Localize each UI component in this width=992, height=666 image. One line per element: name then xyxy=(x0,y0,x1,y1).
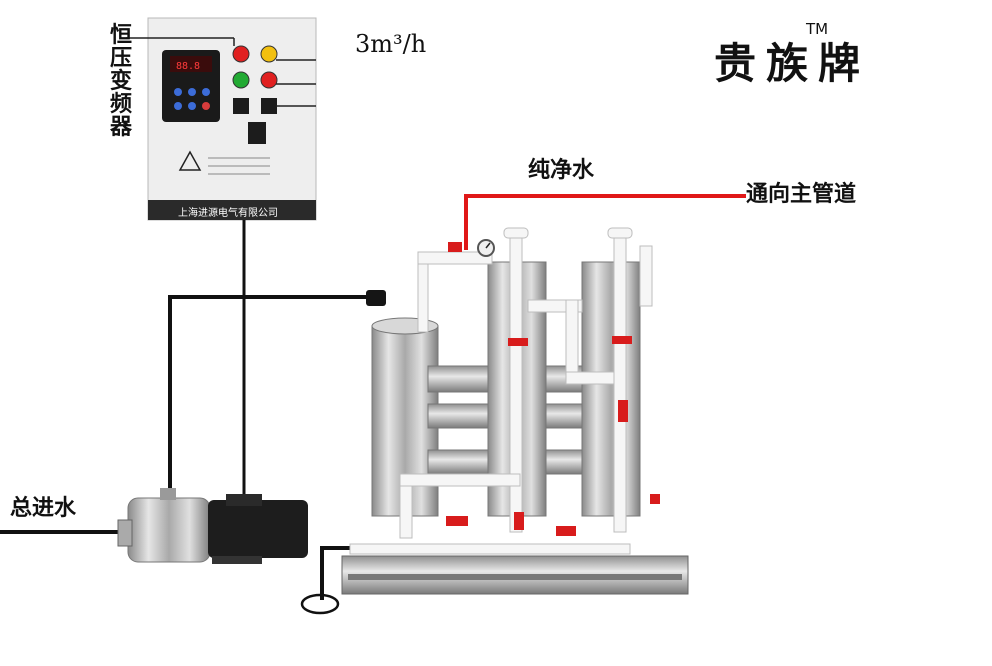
main-switch xyxy=(248,122,266,144)
controller-leader-lines xyxy=(126,37,316,107)
brand-trademark: TM xyxy=(806,20,829,38)
valve-6 xyxy=(556,526,576,536)
controller-panel-text: 上海进源电气有限公司 xyxy=(178,208,278,219)
indicator-light-red-2 xyxy=(260,71,278,89)
indicator-light-green xyxy=(232,71,250,89)
svg-text:88.8: 88.8 xyxy=(176,61,200,72)
valve-5 xyxy=(446,516,468,526)
booster-pump xyxy=(117,488,308,564)
warning-icon xyxy=(178,150,202,171)
selector-switch xyxy=(233,98,249,114)
valve-1 xyxy=(448,242,462,252)
valve-4 xyxy=(618,400,628,422)
valve-3 xyxy=(612,336,632,344)
valve-2 xyxy=(508,338,528,346)
drain-outlet xyxy=(300,593,340,615)
softener-tank xyxy=(581,261,641,517)
valve-8 xyxy=(514,512,524,530)
brand-name: 贵族牌 xyxy=(714,39,871,88)
indicator-light-red xyxy=(232,45,250,63)
to-main-pipe-label: 通向主管道 xyxy=(746,181,857,207)
pure-water-label: 纯净水 xyxy=(528,157,595,183)
filtration-skid xyxy=(341,227,689,595)
flow-rate: 3m³/h xyxy=(355,30,427,58)
raw-water-pipe xyxy=(0,295,372,600)
control-box: 88.8 xyxy=(147,17,317,221)
controller-label: 恒压变频器 xyxy=(110,22,133,140)
main-inlet-label: 总进水 xyxy=(10,495,77,521)
selector-switch-2 xyxy=(261,98,277,114)
pure-water-pipe xyxy=(464,194,746,250)
valve-7 xyxy=(650,494,660,504)
indicator-light-yellow xyxy=(260,45,278,63)
